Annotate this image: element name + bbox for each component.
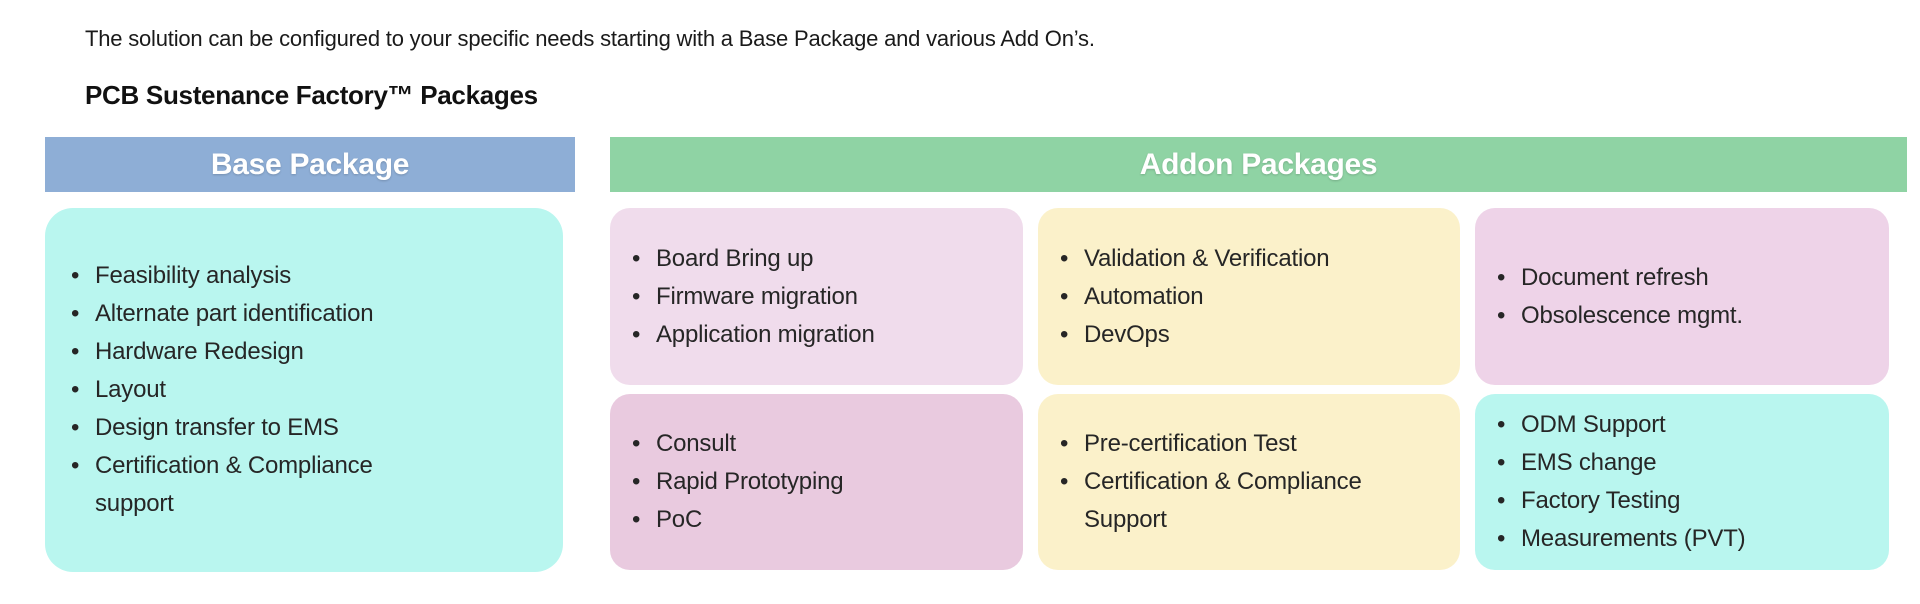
list-item: Firmware migration (610, 278, 1023, 316)
addon-box-migration: Board Bring up Firmware migration Applic… (610, 208, 1023, 385)
addon-packages-header: Addon Packages (610, 137, 1907, 192)
addon-box-migration-list: Board Bring up Firmware migration Applic… (610, 240, 1023, 354)
addon-box-prototyping: Consult Rapid Prototyping PoC (610, 394, 1023, 570)
addon-box-factory: ODM Support EMS change Factory Testing M… (1475, 394, 1889, 570)
list-item: Measurements (PVT) (1475, 520, 1889, 558)
page-title: PCB Sustenance Factory™ Packages (85, 80, 538, 110)
addon-box-factory-list: ODM Support EMS change Factory Testing M… (1475, 406, 1889, 558)
list-item: Application migration (610, 316, 1023, 354)
list-item: Factory Testing (1475, 482, 1889, 520)
addon-box-validation-list: Validation & Verification Automation Dev… (1038, 240, 1460, 354)
intro-text: The solution can be configured to your s… (85, 26, 1095, 51)
list-item: Rapid Prototyping (610, 463, 1023, 501)
addon-box-certification: Pre-certification Test Certification & C… (1038, 394, 1460, 570)
list-item: Certification & Compliance support (45, 447, 563, 523)
list-item: PoC (610, 501, 1023, 539)
addon-box-prototyping-list: Consult Rapid Prototyping PoC (610, 425, 1023, 539)
list-item: DevOps (1038, 316, 1460, 354)
list-item: Design transfer to EMS (45, 409, 563, 447)
list-item: Certification & Compliance Support (1038, 463, 1460, 539)
addon-grid: Board Bring up Firmware migration Applic… (610, 208, 1889, 570)
addon-packages-header-label: Addon Packages (1139, 147, 1378, 181)
base-package-header: Base Package (45, 137, 575, 192)
list-item: Document refresh (1475, 259, 1889, 297)
list-item: Hardware Redesign (45, 333, 563, 371)
base-package-box: Feasibility analysis Alternate part iden… (45, 208, 563, 572)
addon-box-certification-list: Pre-certification Test Certification & C… (1038, 425, 1460, 539)
list-item: Board Bring up (610, 240, 1023, 278)
base-package-list: Feasibility analysis Alternate part iden… (45, 257, 563, 523)
list-item: Feasibility analysis (45, 257, 563, 295)
list-item: ODM Support (1475, 406, 1889, 444)
list-item: Validation & Verification (1038, 240, 1460, 278)
base-package-header-label: Base Package (210, 147, 410, 181)
list-item: Pre-certification Test (1038, 425, 1460, 463)
list-item: Automation (1038, 278, 1460, 316)
addon-box-documentation: Document refresh Obsolescence mgmt. (1475, 208, 1889, 385)
addon-box-validation: Validation & Verification Automation Dev… (1038, 208, 1460, 385)
list-item: Obsolescence mgmt. (1475, 297, 1889, 335)
list-item: Alternate part identification (45, 295, 563, 333)
list-item: Consult (610, 425, 1023, 463)
addon-box-documentation-list: Document refresh Obsolescence mgmt. (1475, 259, 1889, 335)
list-item: Layout (45, 371, 563, 409)
list-item: EMS change (1475, 444, 1889, 482)
